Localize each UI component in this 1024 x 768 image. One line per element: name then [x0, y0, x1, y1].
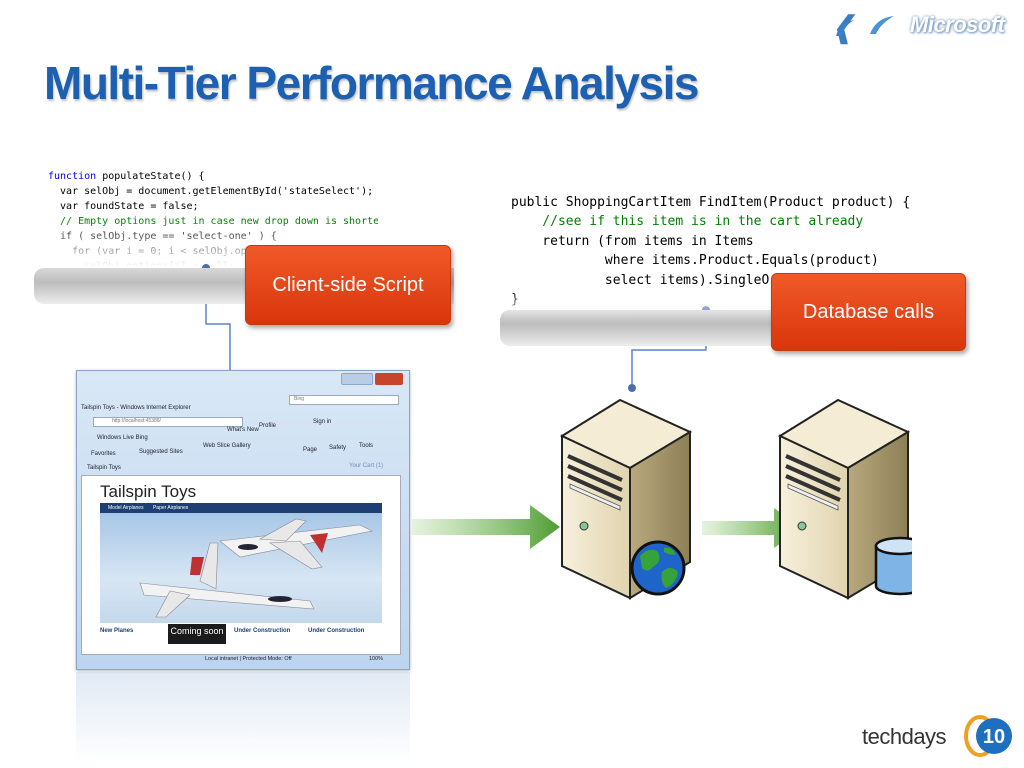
- footer-under-construction: Under Construction: [234, 628, 291, 634]
- techdays-badge-icon: 10: [964, 715, 1012, 757]
- menu-whats-new: What's New: [227, 427, 259, 433]
- command-safety: Safety: [329, 445, 347, 451]
- status-bar: Local intranet | Protected Mode: Off 100…: [81, 655, 399, 665]
- window-title: Tailspin Toys - Windows Internet Explore…: [81, 405, 191, 411]
- globe-icon: [630, 540, 686, 596]
- arrow-to-web-server: [412, 505, 560, 549]
- web-slice-gallery: Web Slice Gallery: [203, 443, 251, 449]
- web-page: Tailspin Toys Model Airplanes Paper Airp…: [81, 475, 401, 655]
- jets-illustration: [139, 518, 373, 618]
- web-server: [559, 398, 693, 600]
- window-close-button: [375, 373, 403, 385]
- jet-upper: [219, 518, 373, 570]
- server-code-line: //see if this item is in the cart alread…: [511, 214, 864, 229]
- client-code-line: var selObj = document.getElementById('st…: [48, 186, 374, 197]
- site-nav-item: Paper Airplanes: [152, 505, 189, 511]
- site-nav: Model Airplanes Paper Airplanes: [100, 503, 382, 513]
- techdays-wordmark: techdays: [862, 724, 947, 749]
- browser-tab: Tailspin Toys: [87, 465, 121, 471]
- window-minmax-buttons: [341, 373, 373, 385]
- toolbar-live: Windows Live Bing: [97, 435, 148, 441]
- page-title: Multi-Tier Performance Analysis: [44, 57, 699, 109]
- menu-sign-in: Sign in: [313, 419, 332, 425]
- client-code-line: if ( selObj.type == 'select-one' ) {: [48, 231, 277, 242]
- arrow-to-database-server: [702, 508, 802, 548]
- footer-new-planes: New Planes: [100, 628, 134, 634]
- search-box: Bing: [289, 395, 399, 405]
- microsoft-logo: ❰ Microsoft: [826, 4, 1022, 44]
- database-server: [777, 398, 912, 600]
- server-code-line: }: [511, 292, 519, 307]
- server-connector-dot-bottom: [628, 384, 636, 392]
- server-code-line: return (from items in Items: [511, 233, 754, 249]
- hero-image: [100, 513, 382, 623]
- database-calls-callout: Database calls: [771, 273, 966, 351]
- status-text: Local intranet | Protected Mode: Off: [205, 656, 292, 662]
- command-page: Page: [303, 447, 318, 453]
- client-script-callout: Client-side Script: [245, 245, 451, 325]
- address-bar: http://localhost:45386/: [93, 417, 243, 427]
- suggested-sites: Suggested Sites: [139, 449, 183, 455]
- database-cylinder-icon: [874, 536, 912, 596]
- coming-soon-tooltip: Coming soon: [168, 624, 226, 644]
- jet-lower: [139, 542, 315, 618]
- browser-reflection: [76, 672, 410, 762]
- cart-link: Your Cart (1): [349, 463, 384, 469]
- client-code-line: function populateState() {: [48, 171, 205, 182]
- command-tools: Tools: [359, 443, 374, 449]
- techdays-logo: techdays 10: [862, 712, 1020, 760]
- zoom-level: 100%: [369, 656, 384, 662]
- footer-under-construction: Under Construction: [308, 628, 365, 634]
- menu-profile: Profile: [259, 423, 277, 429]
- favorites-button: Favorites: [91, 451, 116, 457]
- client-code-line: selObj.options[i] = null;: [48, 261, 235, 267]
- server-code-line: public ShoppingCartItem FindItem(Product…: [511, 194, 911, 210]
- client-code-line: var foundState = false;: [48, 201, 199, 212]
- butterfly-icon: [836, 16, 894, 36]
- site-nav-item: Model Airplanes: [108, 505, 144, 511]
- browser-screenshot: Tailspin Toys - Windows Internet Explore…: [76, 370, 410, 670]
- microsoft-wordmark: Microsoft: [910, 12, 1005, 37]
- site-brand: Tailspin Toys: [100, 482, 197, 501]
- client-code-line: // Empty options just in case new drop d…: [48, 216, 378, 227]
- server-code-line: where items.Product.Equals(product): [511, 253, 879, 268]
- techdays-badge-number: 10: [983, 726, 1005, 748]
